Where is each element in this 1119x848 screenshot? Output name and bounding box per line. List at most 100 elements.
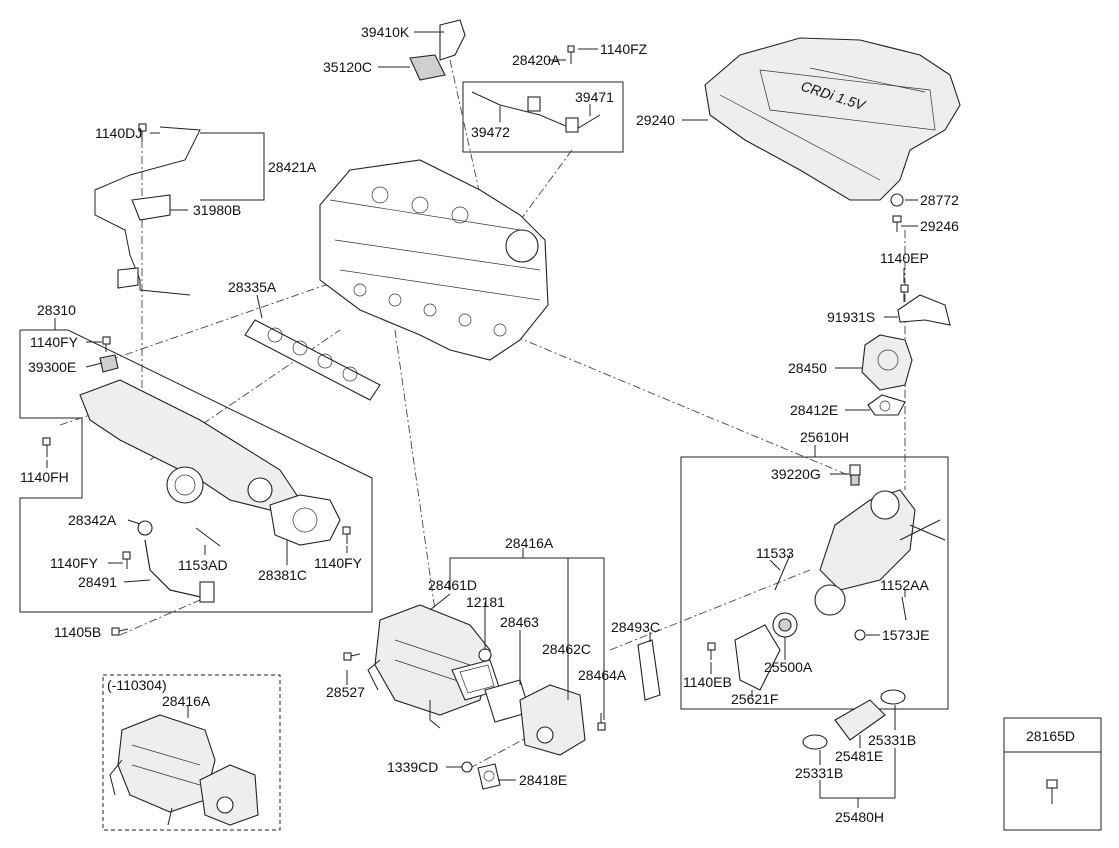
label-28527: 28527 [326,684,365,700]
label-11405b: 11405B [54,624,101,640]
label-91931s: 91931S [827,309,875,325]
bolt-1140fh [42,437,51,457]
gasket-28412e [867,394,906,416]
label-1140fy-c: 1140FY [314,555,363,571]
throttle-body [269,494,341,546]
egr-pipe [137,520,215,603]
label-1140fy-b: 1140FY [50,555,99,571]
label-28420a: 28420A [512,52,561,68]
turbo-pipe [94,126,201,296]
gasket-28418e [477,763,501,790]
part-labels: 39410K 35120C 28420A 1140FZ 39471 39472 … [20,24,1075,825]
leader-lines [46,31,918,808]
bolt-11405b [111,627,129,636]
egr-bolt-28527 [343,652,361,661]
pin-1153ad [195,527,221,547]
inset-egr-cooler [109,714,259,826]
label-28491: 28491 [78,574,117,590]
legend-bolt-icon [1046,779,1058,804]
label-25331b-right: 25331B [868,732,916,748]
label-1140dj: 1140DJ [95,125,142,141]
engine-cover [704,37,961,201]
label-25480h: 25480H [835,809,884,825]
label-28462c: 28462C [542,641,591,657]
label-1140fy-a: 1140FY [30,334,79,350]
label-1140fz: 1140FZ [600,41,648,57]
label-35120c: 35120C [323,59,372,75]
label-28772: 28772 [920,192,959,208]
breather-hose-box [462,81,624,153]
label-1573je: 1573JE [882,627,929,643]
manifold-gasket [244,319,381,401]
oring-1573je [854,629,866,641]
label-25481e: 25481E [835,748,883,764]
thermostat-housing [814,489,946,616]
label-28461d: 28461D [428,577,477,593]
label-12181: 12181 [466,594,505,610]
egr-valve [519,684,586,756]
label-28381c: 28381C [258,567,307,583]
label-28165d: 28165D [1026,728,1075,744]
label-39472: 39472 [471,124,510,140]
label-11533: 11533 [756,545,794,561]
nut-1339cd [461,761,473,773]
label-28421a: 28421A [268,159,317,175]
label-28450: 28450 [788,360,827,376]
label-25610h: 25610H [800,429,849,445]
manifold-group-box [19,329,373,613]
label-1339cd: 1339CD [387,759,438,775]
breather-hose [471,91,601,133]
label-25621f: 25621F [731,691,778,707]
label-39410k: 39410K [361,24,410,40]
centerline-egr-1 [394,329,436,611]
hose-25481e [834,699,886,741]
bolt-1140ep [900,284,909,302]
intake-manifold [79,354,301,511]
label-39300e: 39300E [28,359,76,375]
label-28464a: 28464A [578,667,627,683]
bolt-1140fz [567,45,575,64]
label-28463: 28463 [500,614,539,630]
label-1140eb: 1140EB [683,674,732,690]
cylinder-head [319,159,549,361]
label-28412e: 28412E [790,402,838,418]
stud-11533 [774,554,791,591]
centerline-sensor [449,59,491,241]
bolt-1140dj [138,123,147,141]
label-28416a: 28416A [505,535,554,551]
bolt-1140fy-b [122,551,131,569]
label-inset-28416a: 28416A [162,693,211,709]
housing-28450 [861,334,913,391]
label-25500a: 25500A [764,659,813,675]
egr-bolt-28464a [597,713,606,731]
thermostat-25500a [772,612,798,638]
centerline-bolt-2 [119,599,201,636]
egr-nut-12181 [478,648,492,662]
label-28342a: 28342A [68,512,117,528]
clamp-25331b-right [880,689,906,705]
clamp-25331b-left [802,734,828,750]
label-28335a: 28335A [228,279,277,295]
label-1153ad: 1153AD [178,557,228,573]
centerline-bolt [59,414,91,426]
stud-1152aa [901,596,907,621]
label-28418e: 28418E [519,772,567,788]
label-1140fh: 1140FH [20,469,69,485]
label-inset-note: (-110304) [107,677,167,693]
centerline-egr-2 [499,329,861,481]
pin-29246 [892,215,902,232]
bracket-91931s [897,294,951,326]
label-1140ep: 1140EP [880,250,929,266]
label-28310: 28310 [37,302,76,318]
sensor-39220g [849,464,861,486]
label-29240: 29240 [636,112,675,128]
label-39220g: 39220G [771,466,821,482]
label-39471: 39471 [575,89,614,105]
gasket-28493c [637,639,661,701]
bolt-1140eb [707,642,716,660]
centerline-outlet [609,569,811,651]
label-29246: 29246 [920,218,959,234]
label-28493c: 28493C [611,619,660,635]
